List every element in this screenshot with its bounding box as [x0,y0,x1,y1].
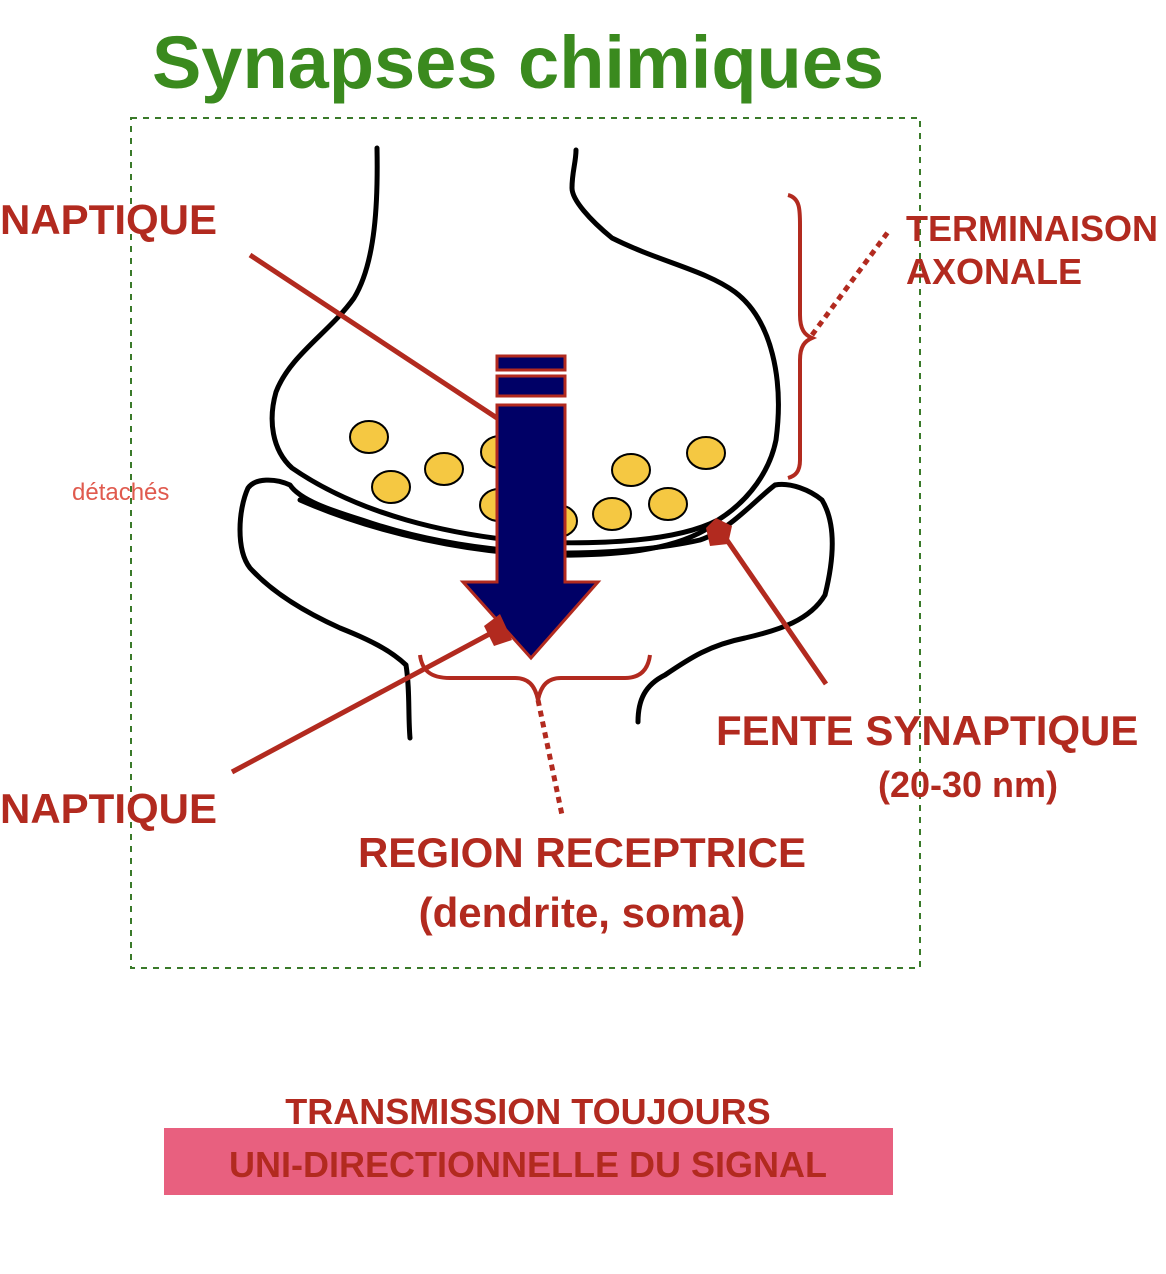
vesicle [686,436,726,470]
receptor-region-label: REGION RECEPTRICE [358,829,806,876]
page-title: Synapses chimiques [152,21,884,104]
postsynaptic-leader-tip [484,614,512,646]
terminal-bracket [787,193,818,480]
cleft-marker [706,518,732,546]
axon-terminal-label-line1: TERMINAISON [906,208,1158,249]
signal-direction-arrow-icon [459,354,602,661]
vesicle [424,452,464,486]
dashed-frame [130,117,921,969]
terminal-dotted-leader [809,230,891,337]
synaptic-cleft-size: (20-30 nm) [878,764,1058,805]
receptor-dotted-leader [535,699,565,816]
receptor-region-sublabel: (dendrite, soma) [419,889,746,936]
vesicle [592,497,632,531]
postsynaptic-label: NAPTIQUE [0,785,217,832]
vesicle [611,453,651,487]
cleft-leader-line [717,528,829,686]
axon-terminal-outline [269,145,781,546]
synaptic-cleft-label: FENTE SYNAPTIQUE [716,707,1138,754]
vesicle [371,470,411,504]
vesicle [648,487,688,521]
presynaptic-label: NAPTIQUE [0,196,217,243]
presynaptic-leader-line [248,252,502,423]
caption-line2: UNI-DIRECTIONNELLE DU SIGNAL [229,1144,827,1185]
axon-terminal-label-line2: AXONALE [906,251,1082,292]
detached-label: détachés [72,479,169,506]
receptor-bracket [418,654,652,701]
caption-highlight [164,1128,893,1195]
vesicle [349,420,389,454]
caption-line1: TRANSMISSION TOUJOURS [285,1091,770,1132]
postsynaptic-leader-line [230,627,499,775]
